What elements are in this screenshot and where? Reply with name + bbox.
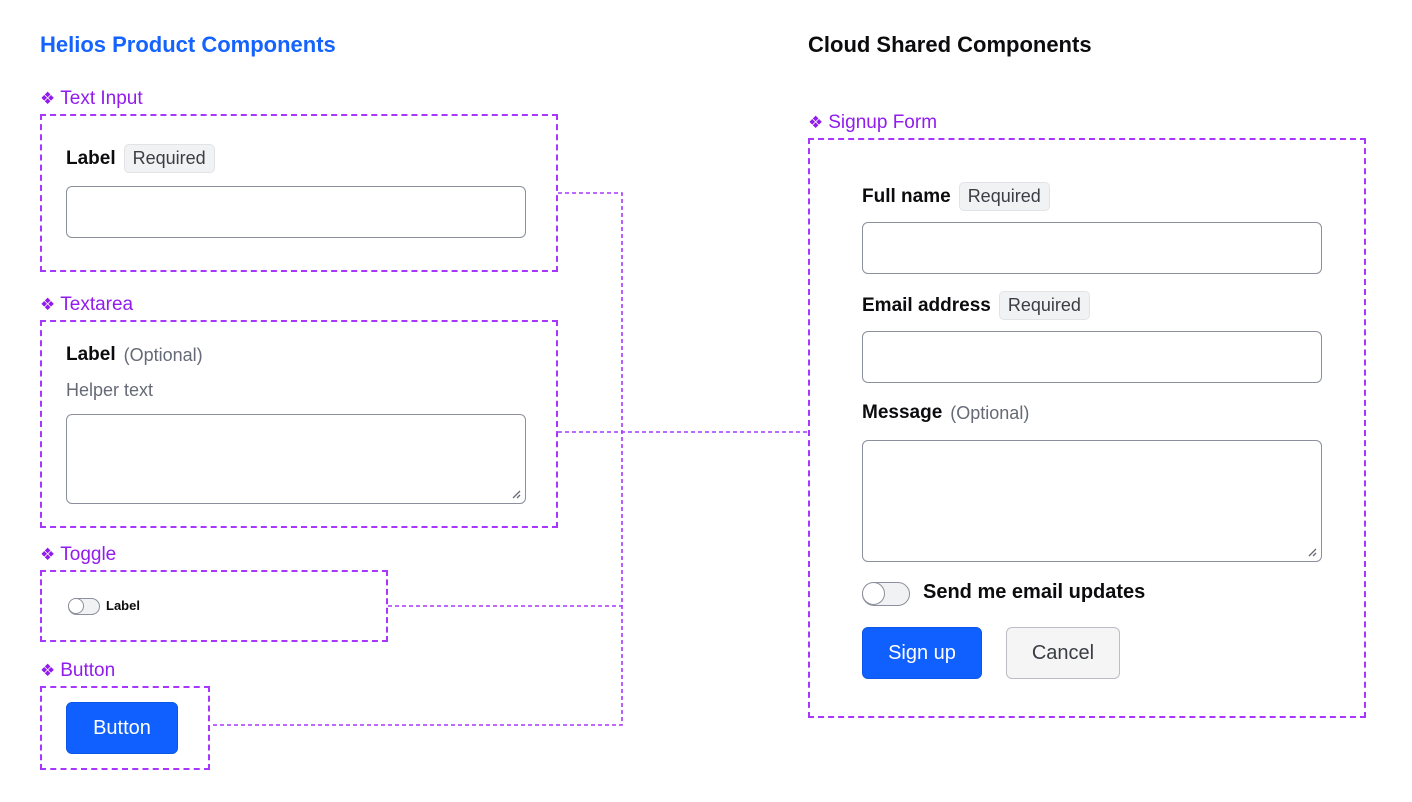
- toggle-label: Label: [106, 598, 140, 613]
- text-input-frame: Label Required: [40, 114, 558, 272]
- component-title-label: Text Input: [60, 88, 143, 109]
- message-label: Message: [862, 402, 943, 423]
- toggle-frame: Label: [40, 570, 388, 642]
- toggle-switch[interactable]: [68, 598, 100, 615]
- email-input[interactable]: [862, 331, 1322, 383]
- helios-heading: Helios Product Components: [40, 32, 336, 57]
- textarea-label-row: Label (Optional): [66, 344, 203, 366]
- cancel-button[interactable]: Cancel: [1006, 627, 1120, 679]
- resize-handle-icon[interactable]: [1306, 546, 1317, 557]
- optional-indicator: (Optional): [950, 402, 1030, 423]
- toggle-component-title: ❖ Toggle: [40, 544, 116, 566]
- text-input-field[interactable]: [66, 186, 526, 238]
- text-input-label-row: Label Required: [66, 144, 215, 173]
- signup-form-frame: Full name Required Email address Require…: [808, 138, 1366, 718]
- component-title-label: Button: [60, 660, 116, 681]
- full-name-label: Full name: [862, 185, 951, 207]
- sign-up-button[interactable]: Sign up: [862, 627, 982, 679]
- component-icon: ❖: [40, 545, 56, 564]
- button-component-title: ❖ Button: [40, 660, 115, 682]
- textarea-component-title: ❖ Textarea: [40, 294, 133, 316]
- signup-form-title: ❖ Signup Form: [808, 112, 937, 134]
- message-label-row: Message (Optional): [862, 402, 1029, 424]
- required-badge: Required: [998, 291, 1090, 320]
- toggle-knob: [862, 582, 885, 605]
- text-input-component-title: ❖ Text Input: [40, 88, 143, 110]
- component-icon: ❖: [40, 661, 56, 680]
- toggle-knob: [68, 598, 84, 614]
- email-label: Email address: [862, 294, 991, 316]
- full-name-label-row: Full name Required: [862, 182, 1050, 211]
- optional-indicator: (Optional): [123, 344, 203, 365]
- button-frame: Button: [40, 686, 210, 770]
- email-label-row: Email address Required: [862, 291, 1090, 320]
- component-title-label: Toggle: [60, 544, 117, 565]
- email-updates-label: Send me email updates: [923, 581, 1146, 603]
- field-label: Label: [66, 147, 116, 169]
- required-badge: Required: [958, 182, 1050, 211]
- component-icon: ❖: [40, 295, 56, 314]
- component-icon: ❖: [40, 89, 56, 108]
- textarea-frame: Label (Optional) Helper text: [40, 320, 558, 528]
- email-updates-toggle[interactable]: [862, 582, 910, 606]
- primary-button[interactable]: Button: [66, 702, 178, 754]
- field-label: Label: [66, 344, 116, 365]
- resize-handle-icon[interactable]: [510, 488, 521, 499]
- required-badge: Required: [123, 144, 215, 173]
- component-title-label: Textarea: [60, 294, 134, 315]
- full-name-input[interactable]: [862, 222, 1322, 274]
- component-icon: ❖: [808, 113, 824, 132]
- cloud-heading: Cloud Shared Components: [808, 32, 1092, 57]
- message-textarea[interactable]: [862, 440, 1322, 562]
- textarea-field[interactable]: [66, 414, 526, 504]
- component-title-label: Signup Form: [828, 112, 938, 133]
- helper-text: Helper text: [66, 380, 154, 400]
